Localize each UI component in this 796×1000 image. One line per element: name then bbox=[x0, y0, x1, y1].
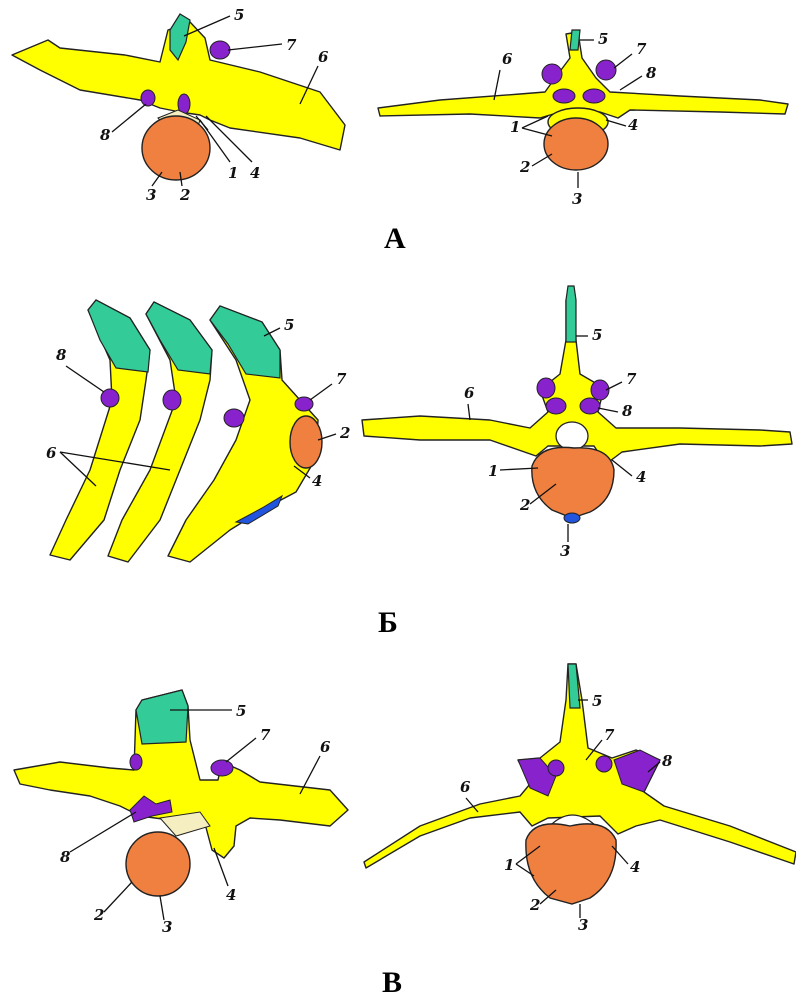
label-3: 3 bbox=[162, 918, 172, 936]
label-1: 1 bbox=[488, 462, 498, 480]
label-3: 3 bbox=[572, 190, 582, 208]
label-6: 6 bbox=[464, 384, 475, 402]
label-4: 4 bbox=[312, 472, 322, 490]
figure-a-right-cranial-view bbox=[378, 30, 788, 170]
label-5: 5 bbox=[598, 30, 608, 48]
label-5: 5 bbox=[592, 692, 602, 710]
label-1: 1 bbox=[504, 856, 514, 874]
label-6: 6 bbox=[318, 48, 329, 66]
label-5: 5 bbox=[284, 316, 294, 334]
label-7: 7 bbox=[604, 726, 615, 744]
label-4: 4 bbox=[628, 116, 638, 134]
label-6: 6 bbox=[320, 738, 331, 756]
label-8: 8 bbox=[56, 346, 67, 364]
label-1: 1 bbox=[510, 118, 520, 136]
label-8: 8 bbox=[646, 64, 657, 82]
section-label-a: А bbox=[384, 222, 406, 255]
label-8: 8 bbox=[622, 402, 633, 420]
label-5: 5 bbox=[234, 6, 244, 24]
label-5: 5 bbox=[236, 702, 246, 720]
label-1: 1 bbox=[228, 164, 238, 182]
figure-b-right-cranial-view bbox=[362, 286, 792, 523]
label-4: 4 bbox=[226, 886, 236, 904]
label-8: 8 bbox=[60, 848, 71, 866]
label-7: 7 bbox=[626, 370, 637, 388]
label-7: 7 bbox=[260, 726, 271, 744]
label-4: 4 bbox=[630, 858, 640, 876]
label-7: 7 bbox=[336, 370, 347, 388]
label-3: 3 bbox=[146, 186, 156, 204]
label-5: 5 bbox=[592, 326, 602, 344]
label-2: 2 bbox=[179, 186, 190, 204]
label-3: 3 bbox=[560, 542, 570, 560]
label-8: 8 bbox=[662, 752, 673, 770]
label-2: 2 bbox=[339, 424, 350, 442]
section-label-b: Б bbox=[378, 606, 398, 639]
label-2: 2 bbox=[519, 496, 530, 514]
label-8: 8 bbox=[100, 126, 111, 144]
label-7: 7 bbox=[636, 40, 647, 58]
label-6: 6 bbox=[502, 50, 513, 68]
label-2: 2 bbox=[93, 906, 104, 924]
section-label-c: В bbox=[382, 966, 402, 999]
label-3: 3 bbox=[578, 916, 588, 934]
label-2: 2 bbox=[529, 896, 540, 914]
label-6: 6 bbox=[460, 778, 471, 796]
label-4: 4 bbox=[250, 164, 260, 182]
label-4: 4 bbox=[636, 468, 646, 486]
label-7: 7 bbox=[286, 36, 297, 54]
label-6: 6 bbox=[46, 444, 57, 462]
label-2: 2 bbox=[519, 158, 530, 176]
figure-b-left-lateral-view bbox=[50, 300, 322, 562]
